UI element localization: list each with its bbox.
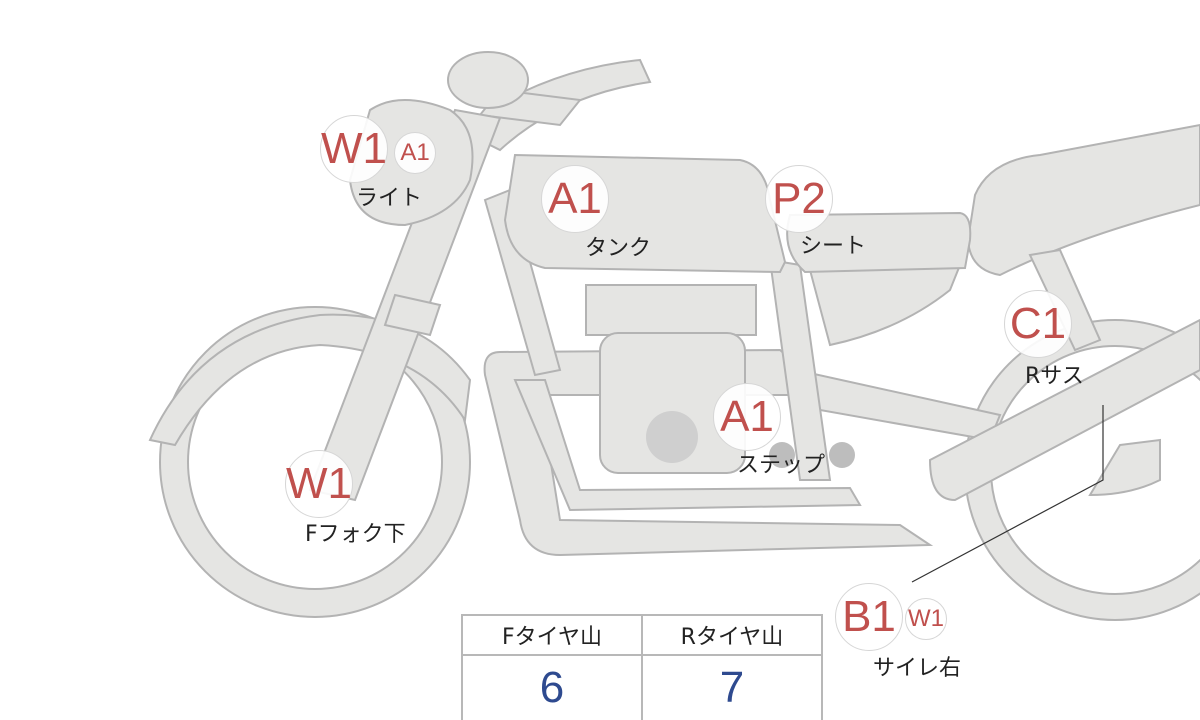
- frame-downtube: [483, 188, 562, 377]
- part-label-rear-suspension: Rサス: [1025, 364, 1084, 389]
- damage-code-badge: W1: [285, 450, 353, 518]
- part-label-muffler-right: サイレ右: [873, 656, 962, 681]
- part-label-tank: タンク: [585, 236, 652, 261]
- seat: [786, 211, 972, 274]
- damage-code-badge: B1: [835, 583, 903, 651]
- part-label-step: ステップ: [737, 453, 826, 478]
- frame-rear-tube: [768, 258, 832, 481]
- rear-tire-header: Rタイヤ山: [641, 614, 823, 656]
- engine-head: [585, 284, 757, 336]
- part-label-front-fork-lower: Fフォク下: [305, 522, 406, 547]
- step-peg: [829, 442, 855, 468]
- damage-code-badge: P2: [765, 165, 833, 233]
- damage-code-badge: A1: [713, 383, 781, 451]
- fork-upper: [383, 293, 442, 337]
- front-tire-header: Fタイヤ山: [461, 614, 643, 656]
- damage-code-badge: C1: [1004, 290, 1072, 358]
- part-label-seat: シート: [800, 234, 867, 259]
- gauge: [447, 51, 529, 109]
- engine-cover: [646, 411, 698, 463]
- chain-guard: [1088, 438, 1161, 497]
- front-tire-value: 6: [461, 654, 643, 720]
- damage-code-badge: W1: [320, 115, 388, 183]
- rear-tire-value: 7: [641, 654, 823, 720]
- side-cover: [808, 263, 962, 347]
- tire-tread-table: Fタイヤ山 Rタイヤ山 6 7: [461, 614, 823, 720]
- leader-line: [911, 405, 1104, 583]
- step-peg: [769, 442, 795, 468]
- swingarm: [928, 318, 1200, 502]
- rear-fender: [966, 123, 1200, 277]
- exhaust-lower: [513, 379, 862, 512]
- damage-code-badge: A1: [541, 165, 609, 233]
- part-label-light: ライト: [356, 186, 423, 211]
- damage-code-badge: A1: [394, 132, 436, 174]
- damage-code-badge: W1: [905, 598, 947, 640]
